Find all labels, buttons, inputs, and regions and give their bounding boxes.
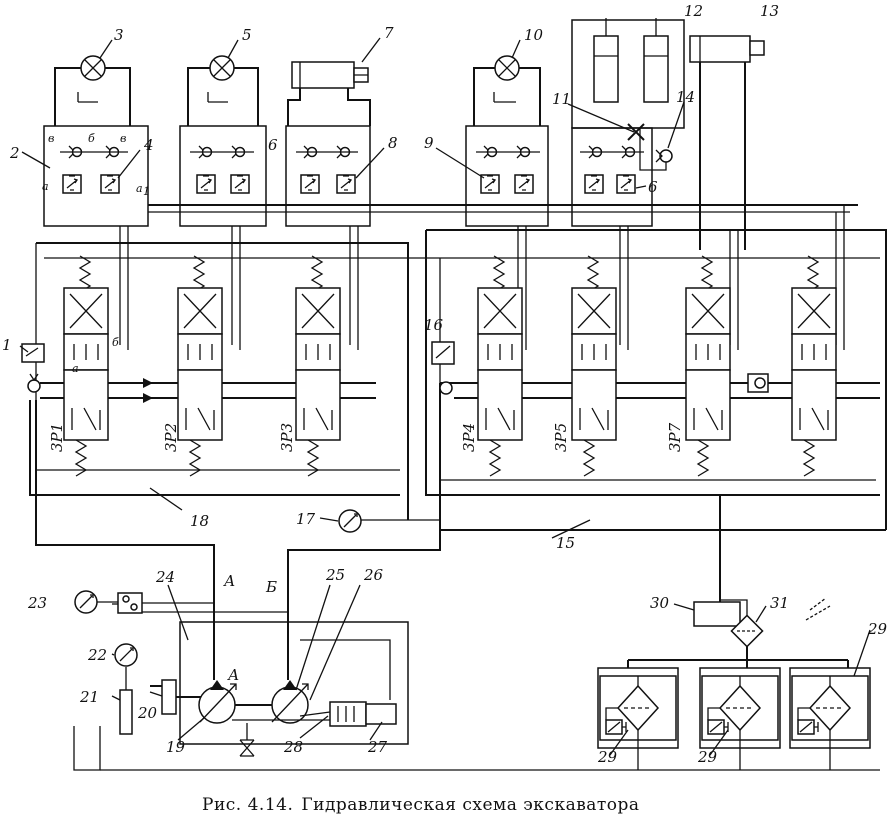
gauge-23-icon — [74, 590, 288, 614]
pump-station — [74, 509, 409, 757]
port-letter: а — [72, 362, 79, 375]
check-valve-14-icon — [639, 128, 673, 171]
filter-section — [73, 597, 880, 771]
port-letters: в б в а а 1 б а А Б А — [42, 132, 277, 684]
callout-label: 2 — [9, 144, 20, 162]
distributor-3p4-icon — [477, 255, 523, 477]
pump-a-label: А — [227, 666, 239, 684]
distributor-3p3-icon — [295, 255, 341, 477]
callout-label: 28 — [283, 738, 303, 756]
callout-label: 29 — [597, 748, 618, 766]
pump-a-19-icon — [198, 640, 237, 724]
filter-31-icon — [720, 597, 831, 648]
callout-label: 22 — [87, 646, 107, 664]
callout-label: 13 — [760, 2, 779, 20]
filter-29-a-icon — [597, 667, 679, 749]
pump-a-label-top: А — [223, 572, 235, 590]
callout-label: 8 — [388, 134, 398, 152]
distributor-label: 3P4 — [460, 423, 478, 452]
distributor-3p2-icon — [177, 255, 223, 477]
distributor-label: 3P5 — [552, 423, 570, 452]
callout-label: 7 — [384, 24, 394, 42]
callout-label: 4 — [143, 136, 154, 154]
callout-label: 19 — [166, 738, 186, 756]
callout-label: 20 — [137, 704, 158, 722]
cylinder-12-icon — [571, 18, 685, 129]
valve-28-27-icon — [232, 701, 397, 727]
callout-label: 11 — [552, 90, 571, 108]
gauge-22-icon — [114, 643, 138, 735]
port-letter: в — [120, 132, 126, 145]
cooler-30-icon — [693, 601, 741, 627]
orifice-11-icon — [627, 123, 645, 141]
valve-1-icon — [21, 343, 45, 393]
callout-labels: 1 2 3 4 5 6 7 8 9 10 11 12 13 14 6 15 16… — [2, 2, 888, 766]
cylinder-13-icon — [689, 35, 765, 250]
cylinder-7-icon — [287, 61, 371, 126]
caption-prefix: Рис. 4.14. — [202, 795, 293, 815]
motor-3-icon — [54, 55, 131, 126]
valve-16-icon — [431, 341, 455, 395]
callout-label: 31 — [770, 594, 789, 612]
callout-label: 29 — [867, 620, 888, 638]
port-letter: б — [88, 132, 95, 145]
distributor-spools — [21, 255, 837, 477]
port-letter-subscript: 1 — [143, 185, 150, 198]
motor-10-icon — [473, 55, 541, 126]
callout-label: 15 — [556, 534, 575, 552]
distributor-label: 3P1 — [48, 423, 66, 452]
callout-label: 10 — [524, 26, 544, 44]
pump-b-25-icon — [235, 639, 391, 724]
callout-label: 24 — [155, 568, 175, 586]
motor-5-icon — [187, 55, 259, 126]
distributor-3p1-icon — [63, 255, 109, 477]
callout-label: 6 — [648, 178, 658, 196]
callout-label: 12 — [684, 2, 703, 20]
callout-label: 3 — [114, 26, 124, 44]
callout-label: 9 — [424, 134, 434, 152]
callout-label: 26 — [363, 566, 384, 584]
distributor-labels: 3P1 3P2 3P3 3P4 3P5 3P7 — [48, 422, 684, 452]
callout-label: 25 — [325, 566, 345, 584]
callout-label: 29 — [697, 748, 718, 766]
callout-label: 16 — [424, 316, 444, 334]
caption-title: Гидравлическая схема экскаватора — [301, 795, 639, 815]
distributor-label: 3P3 — [278, 423, 296, 452]
distributor-8-icon — [791, 255, 837, 477]
port-letter: а — [42, 180, 49, 193]
filter-29-c-icon — [789, 667, 871, 749]
leader-lines — [19, 37, 871, 756]
drain-valve-icon — [239, 723, 255, 757]
engine-drive-20-icon — [150, 679, 202, 715]
figure-caption: Рис. 4.14. Гидравлическая схема экскавато… — [202, 795, 640, 815]
actuator-section — [54, 18, 765, 250]
secondary-valve-blocks — [43, 125, 653, 227]
callout-label: 5 — [242, 26, 252, 44]
port-letter: б — [112, 336, 119, 349]
port-letter: а — [136, 182, 143, 195]
pump-b-label: Б — [265, 578, 277, 596]
callout-label: 1 — [2, 336, 12, 354]
callout-label: 21 — [79, 688, 99, 706]
gauge-17-icon — [338, 509, 362, 533]
callout-label: 17 — [296, 510, 316, 528]
callout-label: 30 — [650, 594, 670, 612]
distributor-label: 3P2 — [162, 423, 180, 452]
distributor-3p5-icon — [571, 255, 617, 477]
callout-label: 6 — [268, 136, 278, 154]
distributor-label: 3P7 — [666, 422, 684, 452]
port-letter: в — [48, 132, 54, 145]
check-valve-right-icon — [747, 373, 769, 393]
callout-label: 27 — [367, 738, 388, 756]
callout-label: 18 — [190, 512, 209, 530]
filter-29-b-icon — [699, 667, 781, 749]
callout-label: 14 — [676, 88, 695, 106]
callout-label: 23 — [27, 594, 47, 612]
distributor-3p7-icon — [685, 255, 731, 477]
